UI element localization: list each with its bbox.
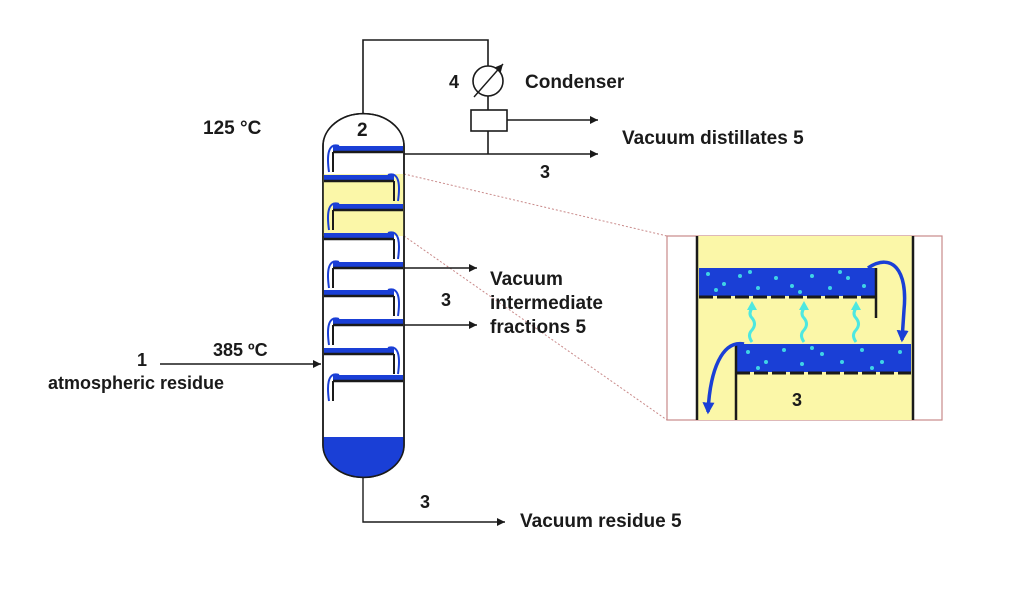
feed-temperature: 385 ºC: [213, 340, 268, 360]
bubble: [790, 284, 794, 288]
bubble: [738, 274, 742, 278]
bubble: [748, 270, 752, 274]
overflow-curve: [327, 202, 340, 231]
bubble: [764, 360, 768, 364]
bubble: [846, 276, 850, 280]
liquid-overflow-arrow-left: [702, 342, 745, 415]
bubble: [870, 366, 874, 370]
overhead-vapor-line: [362, 39, 489, 154]
distillate-line-number: 3: [540, 162, 550, 182]
residue-line-number: 3: [420, 492, 430, 512]
overflow-curve: [327, 317, 340, 346]
tray-detail-zoom: [666, 235, 943, 421]
bubble: [810, 274, 814, 278]
vapor-squiggle: [852, 307, 860, 343]
condenser-label: Condenser: [525, 72, 625, 93]
vapor-arrowhead: [851, 301, 861, 310]
condenser-number: 4: [449, 72, 459, 92]
vacuum-residue-label: Vacuum residue 5: [520, 511, 682, 532]
bottom-liquid: [323, 437, 404, 478]
bubble: [828, 286, 832, 290]
tray-liquid: [333, 204, 403, 210]
bubble: [756, 366, 760, 370]
zoom-guide-lines: [403, 173, 668, 421]
tray-liquid: [324, 348, 394, 354]
column-trays: [324, 144, 403, 402]
intermediate-line-number: 3: [441, 290, 451, 310]
bubble: [820, 352, 824, 356]
bubble: [860, 348, 864, 352]
vapor-squiggle: [800, 307, 808, 343]
bubble: [840, 360, 844, 364]
intermediate-label-line3: fractions 5: [490, 317, 587, 338]
vapor-arrowhead: [747, 301, 757, 310]
overflow-curve: [387, 288, 400, 317]
bubble: [798, 290, 802, 294]
overflow-curve: [387, 346, 400, 375]
bubble: [756, 286, 760, 290]
overflow-curve: [387, 173, 400, 202]
vapor-arrowhead: [799, 301, 809, 310]
overflow-curve: [327, 144, 340, 173]
vapor-flow: [747, 301, 861, 343]
overflow-curve: [387, 231, 400, 260]
vacuum-residue-line: [362, 477, 505, 526]
bubble: [706, 272, 710, 276]
condenser-icon: [472, 63, 504, 98]
bubble: [862, 284, 866, 288]
tray-liquid: [333, 262, 403, 268]
tray-liquid: [324, 175, 394, 181]
tray-liquid: [333, 146, 403, 152]
reflux-drum: [470, 109, 508, 132]
vapor-squiggle: [748, 307, 756, 343]
lower-tray-liquid: [736, 344, 911, 372]
tray-liquid: [324, 233, 394, 239]
zoom-number: 3: [792, 390, 802, 410]
top-temperature: 125 °C: [203, 118, 262, 139]
bubble: [800, 362, 804, 366]
bubble: [746, 350, 750, 354]
bubbles: [706, 270, 902, 370]
intermediate-label-line2: intermediate: [490, 293, 603, 314]
overflow-curve: [327, 260, 340, 289]
bubble: [714, 288, 718, 292]
bubble: [810, 346, 814, 350]
feed-number: 1: [137, 350, 147, 370]
liquid-overflow-arrow-right: [867, 260, 909, 343]
tray-liquid: [333, 375, 403, 381]
bubble: [898, 350, 902, 354]
bubble: [774, 276, 778, 280]
vacuum-distillates-label: Vacuum distillates 5: [622, 128, 804, 149]
bubble: [838, 270, 842, 274]
bubble: [880, 360, 884, 364]
bubble: [782, 348, 786, 352]
tray-liquid: [333, 319, 403, 325]
column-top-number: 2: [357, 120, 368, 141]
overflow-curve: [327, 373, 340, 402]
feed-label: atmospheric residue: [48, 373, 224, 393]
tray-liquid: [324, 290, 394, 296]
intermediate-label-line1: Vacuum: [490, 269, 563, 290]
bubble: [722, 282, 726, 286]
upper-tray-liquid: [699, 268, 875, 296]
